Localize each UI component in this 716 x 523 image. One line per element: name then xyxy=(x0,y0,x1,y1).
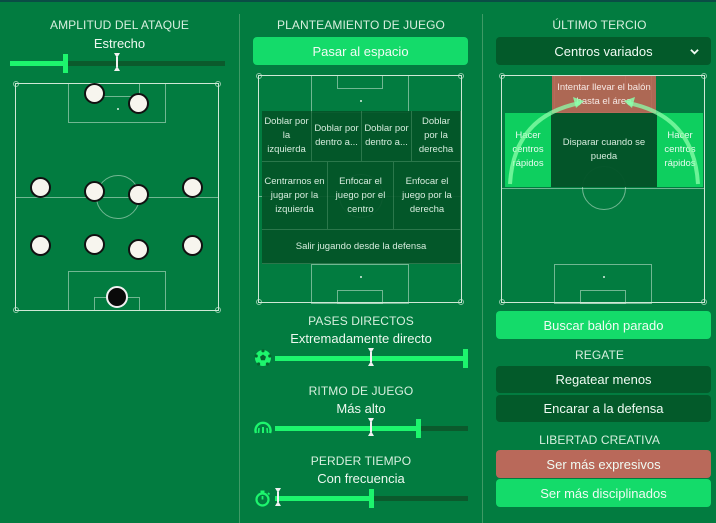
be-more-disciplined-button[interactable]: Ser más disciplinados xyxy=(496,479,711,507)
final-third-dropdown[interactable]: Centros variados xyxy=(496,37,711,65)
slider-handle[interactable] xyxy=(416,419,421,438)
zone-underlap-left[interactable]: Doblar por dentro a... xyxy=(312,111,362,162)
dribble-less-button[interactable]: Regatear menos xyxy=(496,366,711,393)
default-marker xyxy=(275,488,282,508)
look-for-set-piece-button[interactable]: Buscar balón parado xyxy=(496,311,711,339)
stopwatch-icon xyxy=(255,490,271,507)
slider-handle[interactable] xyxy=(463,349,468,368)
tempo-slider[interactable] xyxy=(275,418,468,438)
football-icon xyxy=(254,349,272,366)
player-marker[interactable] xyxy=(128,184,149,205)
pass-into-space-button[interactable]: Pasar al espacio xyxy=(253,37,468,65)
time-wasting-title: PERDER TIEMPO xyxy=(310,454,412,468)
tempo-title: RITMO DE JUEGO xyxy=(308,384,414,398)
slider-fill xyxy=(275,426,416,431)
final-third-title: ÚLTIMO TERCIO xyxy=(552,18,647,32)
goalkeeper-marker[interactable] xyxy=(106,286,128,308)
be-more-expressive-button[interactable]: Ser más expresivos xyxy=(496,450,711,478)
dribbling-title: REGATE xyxy=(574,348,625,362)
attack-width-title: AMPLITUD DEL ATAQUE xyxy=(49,18,190,32)
zone-focus-center[interactable]: Enfocar el juego por el centro xyxy=(328,162,394,230)
column-divider xyxy=(482,14,483,523)
time-wasting-value: Con frecuencia xyxy=(317,471,405,486)
zone-focus-left[interactable]: Centrarnos en jugar por la izquierda xyxy=(262,162,328,230)
direct-passing-title: PASES DIRECTOS xyxy=(308,314,414,328)
player-marker[interactable] xyxy=(84,83,105,104)
default-marker xyxy=(368,418,375,438)
direct-passing-slider[interactable] xyxy=(275,348,468,368)
player-marker[interactable] xyxy=(182,235,203,256)
slider-handle[interactable] xyxy=(63,54,68,73)
attack-width-slider[interactable] xyxy=(10,53,225,73)
zone-focus-right[interactable]: Enfocar el juego por la derecha xyxy=(394,162,461,230)
player-marker[interactable] xyxy=(128,239,149,260)
zone-shoot-on-sight[interactable]: Disparar cuando se pueda xyxy=(551,113,657,187)
zone-underlap-right[interactable]: Doblar por dentro a... xyxy=(362,111,412,162)
direct-passing-value: Extremadamente directo xyxy=(290,331,432,346)
player-marker[interactable] xyxy=(182,177,203,198)
tempo-value: Más alto xyxy=(336,401,386,416)
final-third-pitch: Intentar llevar el balón hasta el área H… xyxy=(499,73,707,305)
play-style-pitch: Doblar por la izquierda Doblar por dentr… xyxy=(256,73,464,305)
zone-work-ball-into-box[interactable]: Intentar llevar el balón hasta el área xyxy=(552,76,656,113)
slider-handle[interactable] xyxy=(369,489,374,508)
play-style-title: PLANTEAMIENTO DE JUEGO xyxy=(276,18,445,32)
player-marker[interactable] xyxy=(84,181,105,202)
player-marker[interactable] xyxy=(84,234,105,255)
speedometer-icon xyxy=(254,421,272,434)
chevron-down-icon xyxy=(690,49,699,55)
default-marker xyxy=(368,348,375,368)
run-at-defence-button[interactable]: Encarar a la defensa xyxy=(496,395,711,422)
default-marker xyxy=(114,53,121,73)
slider-fill xyxy=(10,61,63,66)
zone-overlap-right[interactable]: Doblar por la derecha xyxy=(412,111,461,162)
player-marker[interactable] xyxy=(30,177,51,198)
creative-freedom-title: LIBERTAD CREATIVA xyxy=(539,433,660,447)
dropdown-value: Centros variados xyxy=(554,43,653,59)
zone-early-crosses-left[interactable]: Hacer centros rápidos xyxy=(505,113,551,187)
time-wasting-slider[interactable] xyxy=(275,488,468,508)
zone-early-crosses-right[interactable]: Hacer centros rápidos xyxy=(657,113,703,187)
player-marker[interactable] xyxy=(128,93,149,114)
top-bar xyxy=(0,0,716,2)
player-marker[interactable] xyxy=(30,235,51,256)
zone-overlap-left[interactable]: Doblar por la izquierda xyxy=(262,111,312,162)
attack-width-value: Estrecho xyxy=(93,36,146,51)
slider-fill xyxy=(275,356,463,361)
formation-pitch xyxy=(13,81,221,313)
zone-play-out-of-defence[interactable]: Salir jugando desde la defensa xyxy=(262,230,461,264)
column-divider xyxy=(239,14,240,523)
slider-fill xyxy=(275,496,369,501)
